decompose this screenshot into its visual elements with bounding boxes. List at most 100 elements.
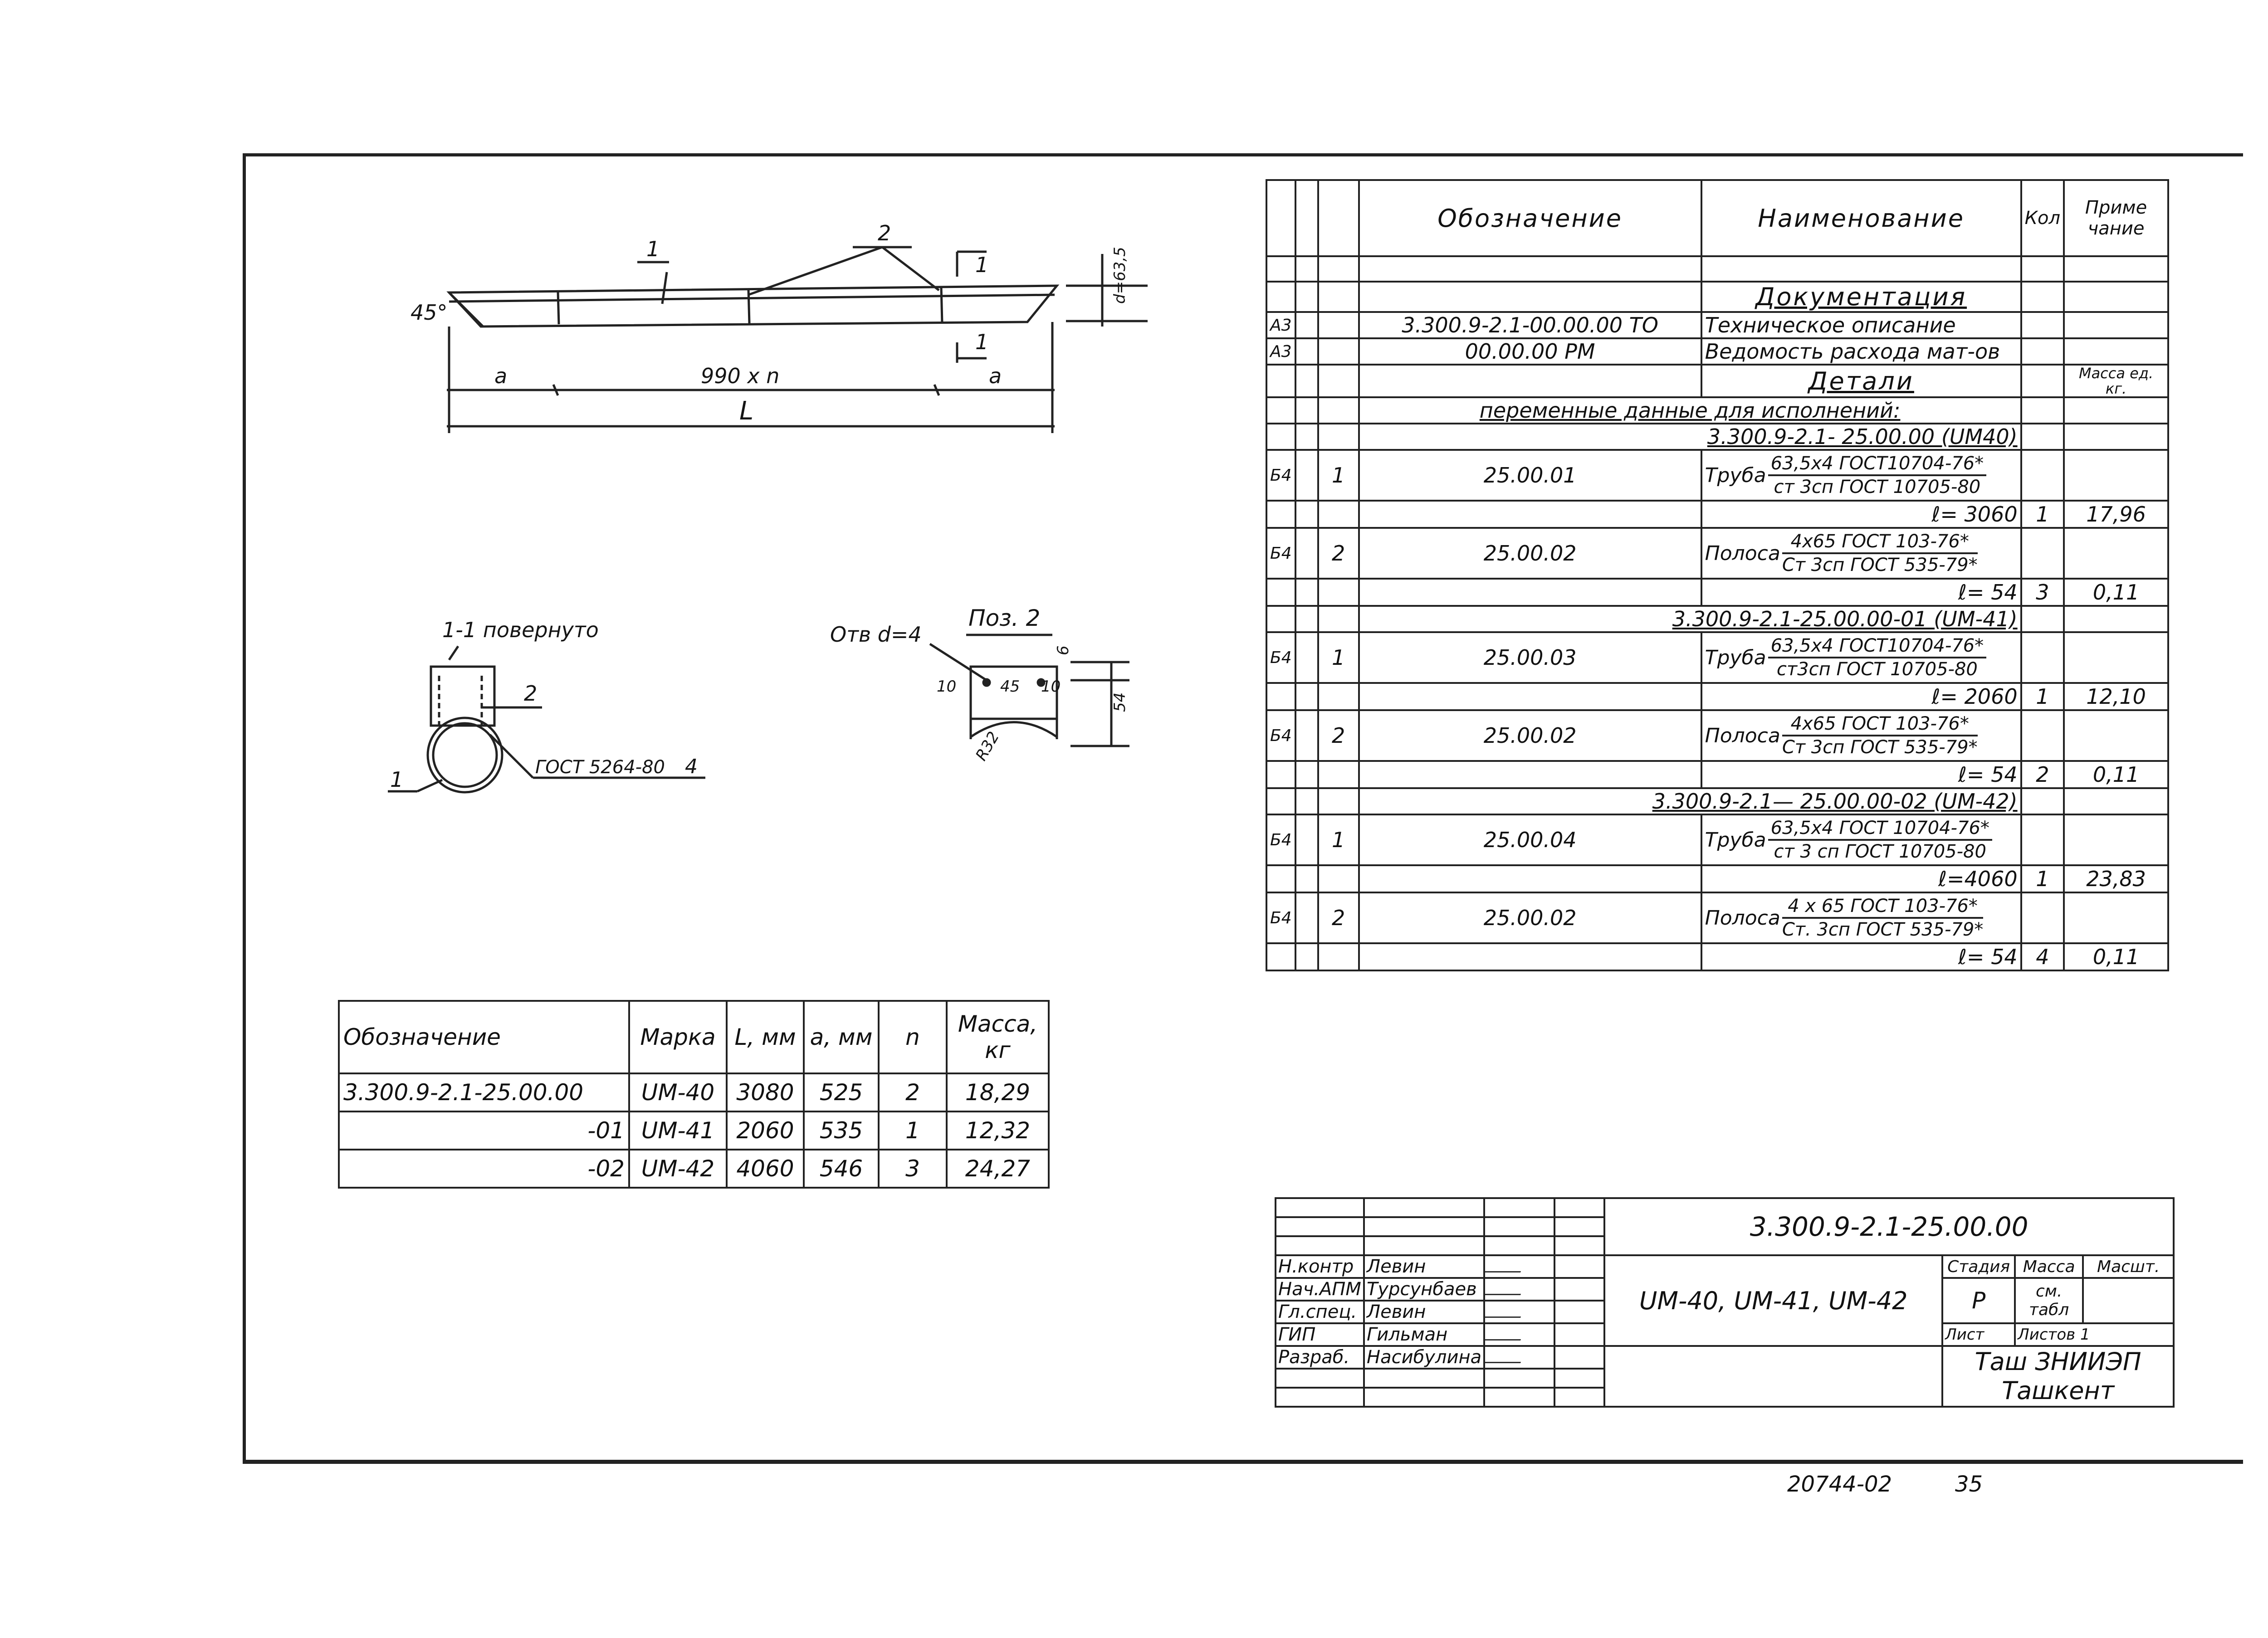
format-cell: Б4 xyxy=(1266,527,1296,580)
format-cell xyxy=(1266,281,1296,313)
zone-cell xyxy=(1294,311,1319,339)
format-cell xyxy=(1266,578,1296,607)
table-row: Детали Масса ед. кг. xyxy=(1266,364,2170,398)
qty-cell xyxy=(2020,337,2065,366)
spec-group-heading: 3.300.9-2.1— 25.00.00-02 (UM-42) xyxy=(1358,787,2022,815)
note-cell: 12,10 xyxy=(2063,682,2170,711)
table-row: 3.300.9-2.1-25.00.00 UM-40 3080 525 2 18… xyxy=(338,1072,1050,1112)
note-cell: Масса ед. кг. xyxy=(2063,364,2170,398)
sheets-label: Листов 1 xyxy=(2014,1322,2175,1347)
col-length: L, мм xyxy=(726,1000,805,1074)
steel-grade: Ст. 3сп ГОСТ 535-79* xyxy=(1782,919,1984,940)
col-n: n xyxy=(878,1000,948,1074)
steel-grade: ст 3 сп ГОСТ 10705-80 xyxy=(1774,841,1986,862)
position-cell xyxy=(1317,578,1360,607)
format-cell xyxy=(1266,864,1296,893)
name-cell: ℓ= 2060 xyxy=(1700,682,2022,711)
note-cell xyxy=(2063,892,2170,944)
position-cell xyxy=(1317,281,1360,313)
qty-cell xyxy=(2020,631,2065,684)
profile-spec: 4х65 ГОСТ 103-76* xyxy=(1782,713,1978,736)
designation-cell: 25.00.01 xyxy=(1358,449,1702,502)
signature xyxy=(1486,1258,1526,1272)
zone-cell xyxy=(1294,500,1319,529)
dim-10a: 10 xyxy=(937,678,956,696)
spec-spacer-row xyxy=(1266,255,2170,283)
title-block: 3.300.9-2.1-25.00.00 Н.контр Левин UM-40… xyxy=(1275,1197,2175,1408)
section-mark-bottom: 1 xyxy=(975,330,988,354)
designation-cell xyxy=(1358,364,1702,398)
note-cell xyxy=(2063,281,2170,313)
name-cell: Ведомость расхода мат-ов xyxy=(1700,337,2022,366)
section-mark-top: 1 xyxy=(975,253,988,277)
pos1-label: 1 xyxy=(646,237,660,261)
signature xyxy=(1486,1348,1526,1363)
zone-cell xyxy=(1294,814,1319,866)
table-row: -01 UM-41 2060 535 1 12,32 xyxy=(338,1111,1050,1150)
steel-grade: ст 3сп ГОСТ 10705-80 xyxy=(1774,477,1981,497)
qty-cell xyxy=(2020,892,2065,944)
zone-cell xyxy=(1294,281,1319,313)
material-kind: Полоса xyxy=(1705,541,1780,565)
qty-cell: 3 xyxy=(2020,578,2065,607)
material-kind: Труба xyxy=(1705,828,1766,852)
archive-number: 20744-02 xyxy=(1787,1472,1892,1497)
zone-cell xyxy=(1294,682,1319,711)
qty-cell: 2 xyxy=(2020,760,2065,789)
signatory-name: Насибулина xyxy=(1363,1345,1486,1370)
note-cell xyxy=(2063,527,2170,580)
section-pos2: 2 xyxy=(524,681,537,706)
profile-spec: 63,5х4 ГОСТ 10704-76* xyxy=(1768,817,1992,841)
name-cell: Детали xyxy=(1700,364,2022,398)
spec-header-row: Обозначение Наименование Кол Приме чание xyxy=(1266,179,2170,257)
qty-cell xyxy=(2020,709,2065,762)
steel-grade: Ст 3сп ГОСТ 535-79* xyxy=(1782,555,1978,575)
section-pos1: 1 xyxy=(390,767,403,792)
stage-value: Р xyxy=(1941,1277,2016,1324)
name-cell: Техническое описание xyxy=(1700,311,2022,339)
qty-cell xyxy=(2020,281,2065,313)
position-cell xyxy=(1317,337,1360,366)
variants-table: Обозначение Марка L, мм a, мм n Масса, к… xyxy=(338,1000,1050,1189)
signatory-role: Гл.спец. xyxy=(1275,1300,1365,1324)
profile-spec: 63,5х4 ГОСТ10704-76* xyxy=(1768,453,1987,476)
qty-cell: 1 xyxy=(2020,682,2065,711)
zone-cell xyxy=(1294,337,1319,366)
qty-cell xyxy=(2020,814,2065,866)
position-cell xyxy=(1317,396,1360,424)
note-cell xyxy=(2063,631,2170,684)
note-cell xyxy=(2063,709,2170,762)
stage-label: Стадия xyxy=(1941,1254,2016,1279)
zone-cell xyxy=(1294,364,1319,398)
zone-cell xyxy=(1294,942,1319,971)
col-mass: Масса, кг xyxy=(946,1000,1050,1074)
format-cell: Б4 xyxy=(1266,631,1296,684)
specification-table: Обозначение Наименование Кол Приме чание… xyxy=(1266,179,2170,971)
detail-title: Поз. 2 xyxy=(968,605,1040,631)
page-number: 35 xyxy=(1955,1472,1983,1497)
zone-cell xyxy=(1294,449,1319,502)
dim-10b: 10 xyxy=(1041,678,1061,696)
note-cell xyxy=(2063,337,2170,366)
dim-a-left: a xyxy=(494,364,507,388)
zone-cell xyxy=(1294,605,1319,633)
zone-cell xyxy=(1294,760,1319,789)
table-row: 3.300.9-2.1- 25.00.00 (UM40) xyxy=(1266,423,2170,451)
format-cell xyxy=(1266,682,1296,711)
material-kind: Полоса xyxy=(1705,906,1780,930)
note-cell: 0,11 xyxy=(2063,942,2170,971)
col-mark: Марка xyxy=(628,1000,728,1074)
